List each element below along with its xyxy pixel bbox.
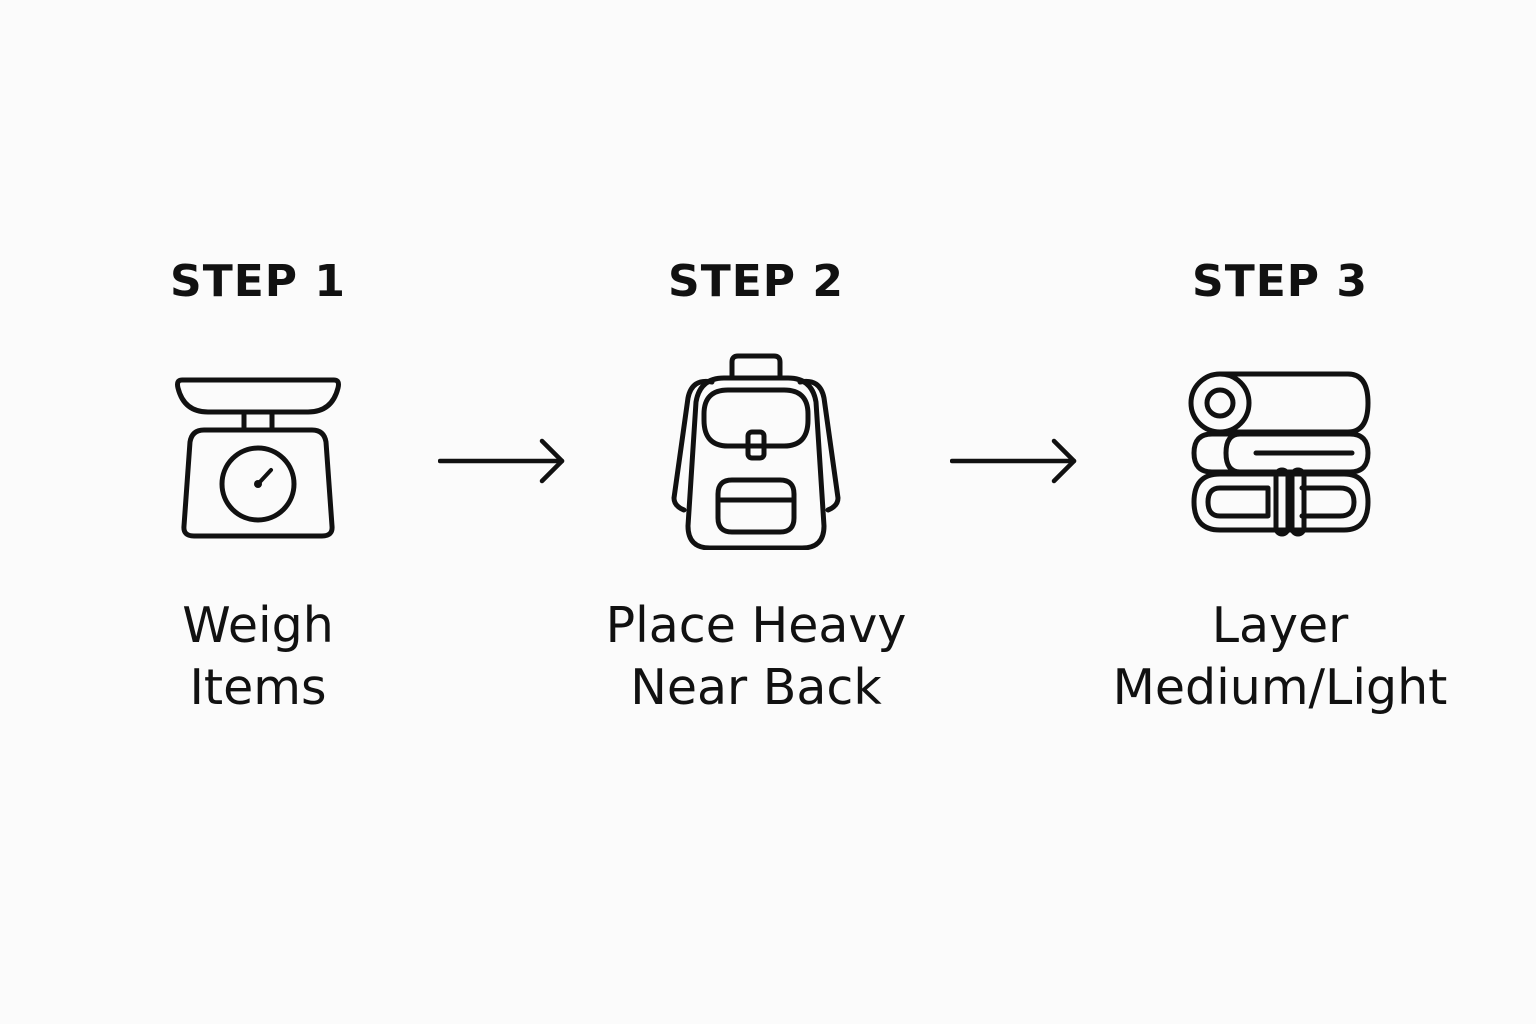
rolled-layers-icon xyxy=(1188,371,1371,537)
step-2-title: STEP 2 xyxy=(668,256,844,307)
step-3-label: Layer Medium/Light xyxy=(1112,597,1448,716)
step-3: STEP 3 Layer Medium/Light xyxy=(1080,0,1480,1024)
step-1-title: STEP 1 xyxy=(170,256,346,307)
step-1: STEP 1 Weigh Items xyxy=(58,0,458,1024)
kitchen-scale-icon xyxy=(175,377,341,539)
arrow-right-icon xyxy=(438,438,565,484)
step-2-label: Place Heavy Near Back xyxy=(605,597,907,716)
arrow-right-icon xyxy=(950,438,1077,484)
step-1-label: Weigh Items xyxy=(182,597,334,716)
step-3-title: STEP 3 xyxy=(1192,256,1368,307)
backpack-icon xyxy=(671,353,841,550)
step-2: STEP 2 Place Heavy Near Back xyxy=(556,0,956,1024)
